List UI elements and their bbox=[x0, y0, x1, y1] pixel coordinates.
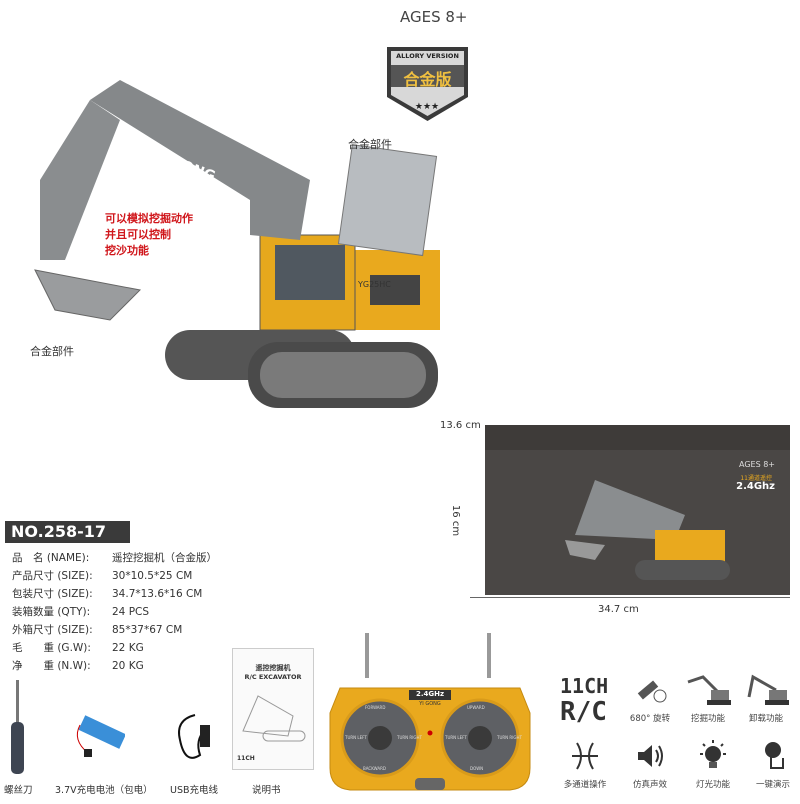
stick-label: UPWARD bbox=[467, 705, 485, 710]
box-height-dim: 13.6 cm bbox=[440, 420, 481, 431]
stick-label: DOWN bbox=[470, 766, 484, 771]
callout-alloy-top: 合金部件 bbox=[348, 138, 392, 151]
unload-icon bbox=[747, 674, 789, 705]
manual-icon: 遥控挖掘机 R/C EXCAVATOR 11CH bbox=[232, 648, 314, 770]
feature-rotate: 680° 旋转 bbox=[620, 672, 680, 724]
stick-label: TURN LEFT bbox=[345, 735, 367, 740]
svg-text:★★★: ★★★ bbox=[415, 102, 439, 112]
box-channels: 11通道遥控 bbox=[740, 475, 772, 482]
badge-main-text: 合金版 bbox=[403, 70, 452, 89]
title-line: R/C bbox=[560, 697, 607, 727]
box-ages: AGES 8+ bbox=[739, 460, 775, 469]
excavator-image: YIGONG YG25HC bbox=[10, 60, 450, 415]
box-width-dim: 34.7 cm bbox=[598, 604, 639, 615]
speaker-icon bbox=[638, 745, 663, 767]
dimension-line bbox=[470, 597, 790, 598]
screwdriver-icon bbox=[11, 680, 24, 774]
multichannel-icon bbox=[572, 742, 598, 770]
spec-row: 产品尺寸 (SIZE):30*10.5*25 CM bbox=[12, 570, 193, 582]
stick-label: TURN RIGHT bbox=[397, 735, 422, 740]
channels-title: 11CH R/C bbox=[560, 673, 608, 725]
callout-alloy-bottom: 合金部件 bbox=[30, 345, 74, 358]
alloy-version-badge: ★★★ ALLORY VERSION 合金版 bbox=[385, 45, 470, 123]
spec-row: 装箱数量 (QTY):24 PCS bbox=[12, 606, 150, 618]
title-line: 11CH bbox=[560, 674, 609, 698]
excavate-icon bbox=[687, 675, 731, 705]
controller-freq: 2.4GHz bbox=[415, 690, 445, 698]
feature-demo: 一键演示 bbox=[743, 738, 800, 790]
usb-cable-icon bbox=[178, 714, 210, 759]
feature-sound: 仿真声效 bbox=[620, 738, 680, 790]
feature-multichannel: 多通道操作 bbox=[555, 738, 615, 790]
manual-title-cn: 遥控挖掘机 bbox=[255, 664, 291, 672]
model-number: NO.258-17 bbox=[5, 521, 130, 543]
manual-ch: 11CH bbox=[237, 755, 255, 762]
controller-brand: YI GONG bbox=[419, 701, 441, 707]
spec-row: 品 名 (NAME):遥控挖掘机（合金版） bbox=[12, 552, 217, 564]
box-depth-dim: 16 cm bbox=[450, 504, 462, 537]
callout-line: 挖沙功能 bbox=[105, 244, 149, 257]
package-box: AGES 8+ 11通道遥控 2.4Ghz bbox=[485, 425, 790, 595]
accessory-label: 螺丝刀 bbox=[4, 785, 33, 796]
manual-title-en: R/C EXCAVATOR bbox=[244, 673, 302, 681]
badge-top-text: ALLORY VERSION bbox=[396, 52, 459, 60]
spec-row: 毛 重 (G.W):22 KG bbox=[12, 642, 144, 654]
feature-light: 灯光功能 bbox=[683, 738, 743, 790]
accessory-label: USB充电线 bbox=[170, 785, 219, 796]
ages-label: AGES 8+ bbox=[400, 8, 468, 26]
callout-dig-function: 可以模拟挖掘动作 并且可以控制 挖沙功能 bbox=[105, 211, 193, 259]
box-freq: 2.4Ghz bbox=[736, 481, 775, 492]
stick-label: TURN LEFT bbox=[445, 735, 467, 740]
stick-label: TURN RIGHT bbox=[497, 735, 522, 740]
feature-excavate: 挖掘功能 bbox=[678, 672, 738, 724]
one-touch-icon bbox=[765, 742, 784, 769]
callout-line: 并且可以控制 bbox=[105, 228, 171, 241]
callout-line: 可以模拟挖掘动作 bbox=[105, 212, 193, 225]
light-bulb-icon bbox=[700, 740, 726, 768]
rotate-icon bbox=[637, 680, 667, 703]
stick-label: FORWARD bbox=[365, 705, 386, 710]
model-text: YG25HC bbox=[357, 280, 391, 289]
accessory-label: 3.7V充电电池（包电） bbox=[55, 785, 153, 796]
accessory-label: 说明书 bbox=[252, 785, 281, 796]
feature-unload: 卸载功能 bbox=[736, 672, 796, 724]
remote-controller: 2.4GHz YI GONG FORWARD BACKWARD TURN LEF… bbox=[325, 628, 535, 800]
spec-row: 外箱尺寸 (SIZE):85*37*67 CM bbox=[12, 624, 183, 636]
battery-icon bbox=[76, 715, 125, 757]
spec-row: 净 重 (N.W):20 KG bbox=[12, 660, 144, 672]
stick-label: BACKWARD bbox=[363, 766, 387, 771]
spec-row: 包装尺寸 (SIZE):34.7*13.6*16 CM bbox=[12, 588, 203, 600]
